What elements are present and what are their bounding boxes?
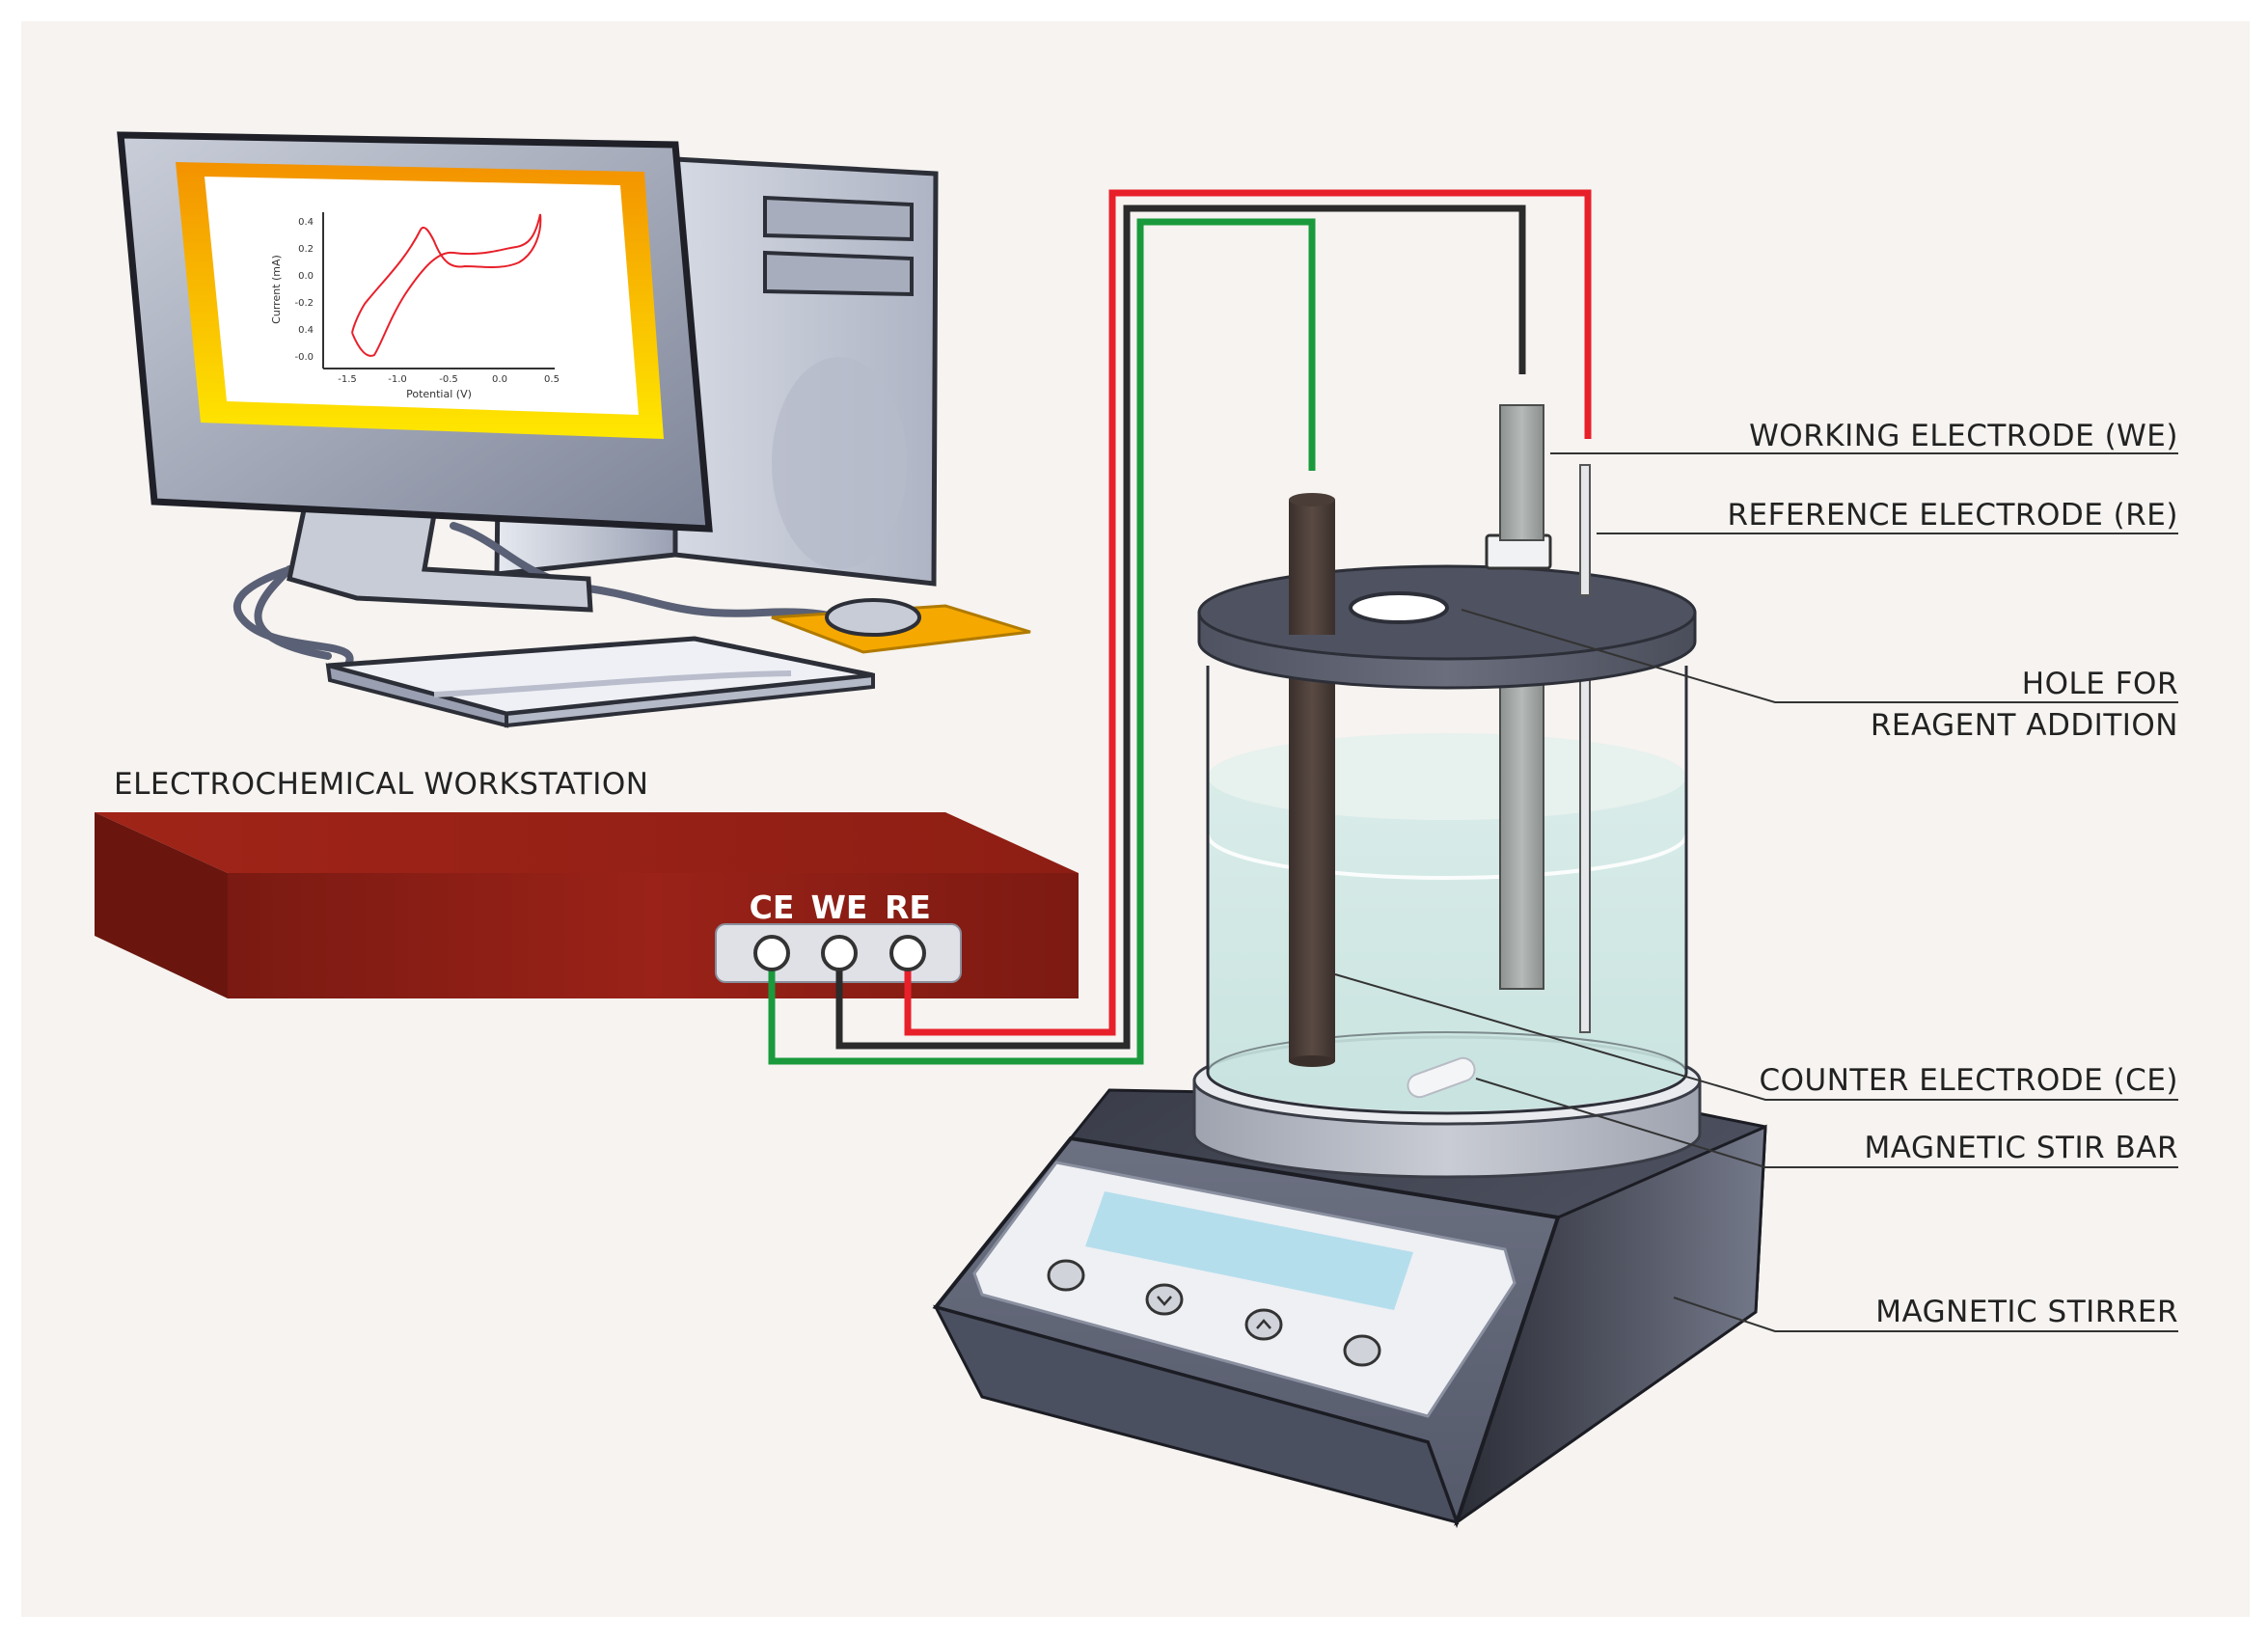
leader-lines [1334, 452, 2178, 1332]
monitor [117, 131, 713, 533]
plot-cv-curve [351, 213, 542, 357]
plot-xtick-3: -0.5 [439, 374, 458, 385]
stirrer-display [1085, 1191, 1413, 1310]
label-stirrer: MAGNETIC STIRRER [1875, 1295, 2178, 1329]
plot-ytick-5: 0.4 [298, 325, 314, 336]
leader-stirbar [1475, 1078, 2178, 1168]
mouse [825, 598, 921, 637]
stirrer-button-1 [1047, 1259, 1085, 1292]
label-hole-line1: HOLE FOR [2022, 667, 2178, 701]
stirrer-button-down [1145, 1283, 1184, 1316]
reagent-hole [1349, 591, 1449, 624]
label-reference-electrode: REFERENCE ELECTRODE (RE) [1727, 498, 2178, 533]
plot-ytick-3: 0.0 [298, 271, 314, 282]
label-stir-bar: MAGNETIC STIR BAR [1865, 1131, 2178, 1165]
leader-ce [1334, 973, 2178, 1101]
reference-electrode [1579, 665, 1591, 1033]
computer: 0.4 0.2 0.0 -0.2 0.4 -0.0 -1.5 -1.0 -0.5… [117, 131, 1031, 728]
plot-ytick-4: -0.2 [294, 298, 314, 309]
chevron-up-icon [1256, 1319, 1271, 1329]
magnetic-stirrer [932, 1088, 1767, 1529]
label-working-electrode: WORKING ELECTRODE (WE) [1749, 419, 2178, 453]
plot-xtick-2: -1.0 [388, 374, 407, 385]
plot-xlabel: Potential (V) [406, 388, 472, 400]
plot-xtick-4: 0.0 [492, 374, 507, 385]
label-hole-line2: REAGENT ADDITION [1871, 708, 2178, 743]
plot-ytick-1: 0.4 [298, 217, 314, 228]
working-electrode [1499, 665, 1544, 990]
jack-we [821, 935, 858, 971]
port-label-we: WE [811, 888, 868, 926]
leader-hole [1461, 609, 2178, 703]
plot-ytick-2: 0.2 [298, 244, 314, 255]
stirrer-button-4 [1343, 1334, 1381, 1367]
plot-ytick-6: -0.0 [294, 352, 314, 363]
port-label-ce: CE [750, 888, 795, 926]
plot-ylabel: Current (mA) [270, 255, 283, 324]
plot-xtick-5: 0.5 [544, 374, 560, 385]
chevron-down-icon [1157, 1296, 1172, 1306]
counter-electrode [1289, 666, 1335, 1061]
wire-re [904, 189, 1592, 1036]
stir-bar [1407, 1056, 1476, 1099]
port-label-re: RE [885, 888, 931, 926]
workstation-label: ELECTROCHEMICAL WORKSTATION [114, 767, 648, 802]
electrochemical-workstation [95, 812, 1079, 998]
solution [1208, 777, 1686, 1111]
jack-re [889, 935, 926, 971]
jack-ce [753, 935, 790, 971]
stirrer-button-up [1244, 1308, 1283, 1341]
port-jacks [753, 935, 926, 971]
beaker-assembly [1192, 404, 1702, 1179]
wires [768, 189, 1592, 1065]
wire-we [835, 205, 1526, 1050]
leader-stirrer [1673, 1297, 2178, 1332]
keyboard [325, 636, 875, 728]
wire-ce [768, 218, 1316, 1065]
label-counter-electrode: COUNTER ELECTRODE (CE) [1759, 1063, 2178, 1098]
plot-xtick-1: -1.5 [338, 374, 357, 385]
screen-cv-plot: 0.4 0.2 0.0 -0.2 0.4 -0.0 -1.5 -1.0 -0.5… [270, 212, 560, 400]
